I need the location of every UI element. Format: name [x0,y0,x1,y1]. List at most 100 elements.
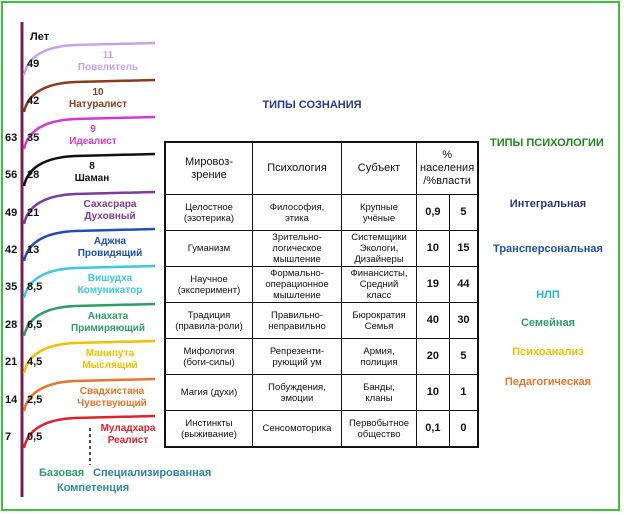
table-header: %населения/%власти [416,141,479,195]
level-number: Свадхистана [80,386,145,397]
table-cell: Побуждения,эмоции [252,374,342,411]
level-name: Мыслящий [82,360,137,371]
level-number: Анахата [88,311,129,322]
table-cell: Традиция(правила-роли) [164,302,253,339]
table-cell: 1 [448,374,479,411]
table-cell: 15 [448,230,479,267]
level-age: 28 [27,169,39,181]
table-header: Субъект [341,141,417,195]
psychology-item: Педагогическая [504,376,592,388]
table-cell: 40 [416,302,450,339]
table-cell: Магия (духи) [164,374,253,411]
table-header: Психология [252,141,342,195]
level-age-total: 35 [5,281,17,293]
level-curve [22,41,156,76]
level-number: 11 [103,50,114,61]
level-number: 10 [92,87,104,98]
table-cell: Мифология(боги-силы) [164,338,253,375]
psychology-item: Трансперсональная [493,243,603,255]
table-cell: 10 [416,374,450,411]
level-curve [22,377,156,412]
level-name: Повелитель [78,62,138,73]
table-cell: 19 [416,266,450,303]
level-name: Шаман [75,173,109,184]
level-age-total: 28 [5,319,17,331]
level-age: 42 [27,95,39,107]
level-curve [22,339,156,374]
table-cell: 5 [448,194,479,231]
level-curve [22,302,156,337]
table-cell: 30 [448,302,479,339]
level-curve [22,78,156,113]
level-name: Натуралист [69,99,127,110]
axis-label: Лет [30,31,50,43]
psychology-item: Семейная [520,317,576,329]
level-age-total: 63 [5,132,17,144]
table-cell: 0,1 [416,410,450,448]
level-age: 13 [27,244,39,256]
level-age: 2,5 [27,394,42,406]
level-number: Сахасрара [84,199,137,210]
level-curve [22,190,156,225]
table-cell: 0 [448,410,479,448]
table-row: Традиция(правила-роли)Правильно-неправил… [164,302,479,339]
level-name: Духовный [84,211,135,222]
table-cell: Репрезенти-рующий ум [252,338,342,375]
level-number: 9 [90,124,96,135]
table-cell: 0,9 [416,194,450,231]
level-age-total: 21 [5,356,17,368]
level-age: 8,5 [27,281,42,293]
level-age: 35 [27,132,39,144]
level-number: Вишудха [88,273,133,284]
level-number: 8 [89,161,95,172]
level-age: 49 [27,58,39,70]
level-age-total: 56 [5,169,17,181]
level-name: Идеалист [69,136,117,147]
table-cell: Философия,этика [252,194,342,231]
table-cell: 44 [448,266,479,303]
table-row: Научное(эксперимент)Формально-операционн… [164,266,479,303]
level-age: 4,5 [27,356,42,368]
table-row: Мифология(боги-силы)Репрезенти-рующий ум… [164,338,479,375]
level-age-total: 49 [5,207,17,219]
base-label: Базовая [39,467,85,479]
table-cell: Армия,полиция [341,338,417,375]
table-cell: 5 [448,338,479,375]
special-label: Специализированная [93,467,212,479]
competence-label: Компетенция [57,482,130,494]
level-curve [22,152,156,187]
level-age: 6,5 [27,319,42,331]
table-cell: Инстинкты(выживание) [164,410,253,448]
level-age: 0,5 [27,431,42,443]
psychology-title: ТИПЫ ПСИХОЛОГИИ [490,137,604,149]
level-name: Провидящий [78,248,143,259]
level-name: Чувствующий [77,398,147,409]
table-cell: Научное(эксперимент) [164,266,253,303]
level-number: Муладхара [101,423,156,434]
level-curve [22,115,156,150]
level-age-total: 7 [5,431,11,443]
level-age-total: 14 [5,394,18,406]
level-curve [22,227,156,262]
level-number: Манипута [86,348,135,359]
table-cell: 10 [416,230,450,267]
level-name: Реалист [108,435,149,446]
psychology-item: Интегральная [509,198,587,210]
level-age-total: 42 [5,244,17,256]
level-curve [22,414,156,449]
page-title: ТИПЫ СОЗНАНИЯ [262,99,362,111]
level-age: 21 [27,207,39,219]
level-curve [22,264,156,299]
table-header: Мировоз-зрение [164,141,253,195]
psychology-item: НЛП [536,289,560,301]
table-cell: Гуманизм [164,230,253,267]
